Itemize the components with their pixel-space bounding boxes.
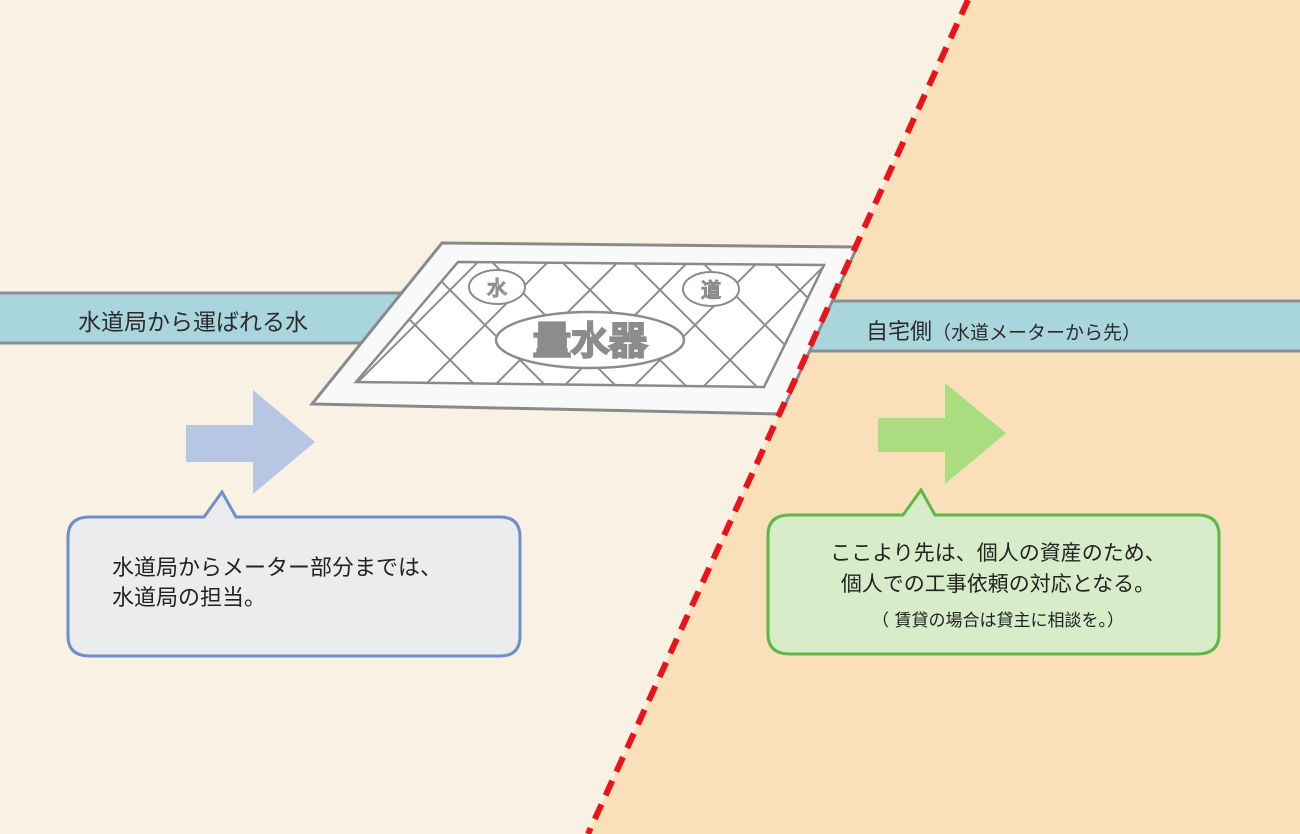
meter-emblem-right <box>682 271 740 307</box>
private-responsibility-callout <box>766 487 1221 656</box>
private-callout-text: ここより先は、個人の資産のため、 個人での工事依頼の対応となる。 （ 賃貸の場合… <box>806 538 1190 637</box>
private-callout-line-2: 個人での工事依頼の対応となる。 <box>840 572 1156 596</box>
public-callout-line-2: 水道局の担当。 <box>112 586 267 611</box>
private-pipe-label: 自宅側（水道メーターから先） <box>866 314 1141 346</box>
private-callout-line-1: ここより先は、個人の資産のため、 <box>830 541 1166 565</box>
public-responsibility-callout <box>66 489 522 658</box>
private-flow-arrow <box>878 383 1006 484</box>
responsibility-boundary-line <box>585 0 971 834</box>
meter-emblem-left <box>468 269 526 305</box>
private-callout-note: （ 賃貸の場合は貸主に相談を。） <box>872 611 1124 631</box>
public-flow-arrow <box>186 390 315 494</box>
meter-emblem-right-text: 道 <box>701 278 721 302</box>
meter-center-plate <box>494 310 686 370</box>
meter-emblem-left-text: 水 <box>487 276 507 300</box>
public-callout-text: 水道局からメーター部分までは、 水道局の担当。 <box>112 554 442 614</box>
public-pipe-label: 水道局から運ばれる水 <box>78 310 308 336</box>
private-pipe-label-sub: （水道メーターから先） <box>932 322 1142 344</box>
meter-center-text: 量水器 <box>533 319 648 363</box>
water-pipe <box>0 291 1300 353</box>
private-pipe-label-main: 自宅側 <box>866 320 933 345</box>
water-meter-cover: 水 道 量水器 <box>308 241 860 416</box>
public-callout-line-1: 水道局からメーター部分までは、 <box>112 556 443 581</box>
